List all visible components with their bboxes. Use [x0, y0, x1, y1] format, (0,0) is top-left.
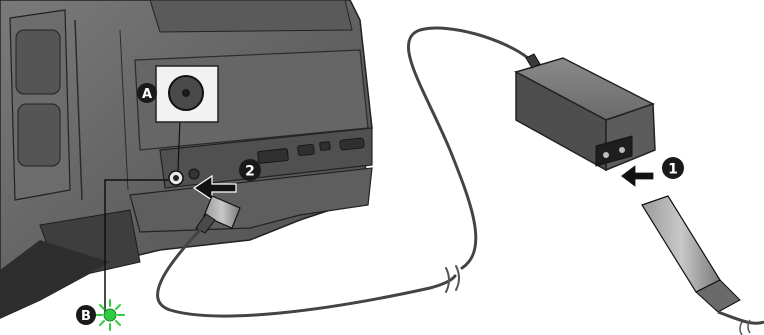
charge-lamp-icon — [96, 300, 124, 330]
ac-adapter-icon — [516, 54, 655, 170]
step-1-marker: 1 — [662, 157, 684, 179]
step-2-marker: 2 — [239, 159, 261, 181]
marker-b: B — [76, 305, 96, 325]
ac-cable-plug-icon — [642, 196, 764, 335]
step-1-label: 1 — [668, 162, 678, 178]
step-2-label: 2 — [245, 164, 255, 180]
camcorder-body — [0, 0, 372, 318]
marker-a: A — [137, 83, 157, 103]
insert-arrow-icon-1 — [620, 164, 654, 188]
marker-b-label: B — [81, 309, 91, 324]
marker-a-label: A — [142, 87, 152, 102]
